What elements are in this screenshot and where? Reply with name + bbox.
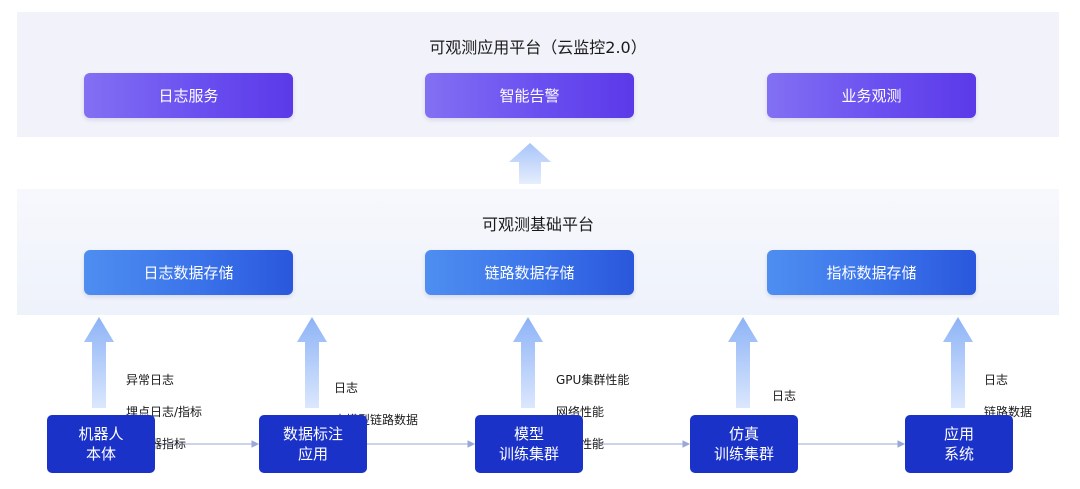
base-platform-title: 可观测基础平台 xyxy=(481,215,594,234)
robot-body-node[interactable]: 机器人 本体 xyxy=(47,415,155,473)
observability-base-platform: 可观测基础平台 日志数据存储 链路数据存储 指标数据存储 xyxy=(17,189,1059,315)
platform-up-arrow xyxy=(509,143,551,184)
source-arrow-1 xyxy=(84,317,114,408)
data-annotation-app-node[interactable]: 数据标注 应用 xyxy=(259,415,367,473)
log-storage-button[interactable]: 日志数据存储 xyxy=(84,250,293,295)
business-observe-button[interactable]: 业务观测 xyxy=(767,73,976,118)
source-arrow-5 xyxy=(943,317,973,408)
source-arrow-3 xyxy=(513,317,543,408)
source-arrow-4 xyxy=(728,317,758,408)
app-platform-title: 可观测应用平台（云监控2.0） xyxy=(429,38,647,57)
metric-storage-button[interactable]: 指标数据存储 xyxy=(767,250,976,295)
model-training-cluster-node[interactable]: 模型 训练集群 xyxy=(475,415,583,473)
application-system-node[interactable]: 应用 系统 xyxy=(905,415,1013,473)
log-service-button[interactable]: 日志服务 xyxy=(84,73,293,118)
source-arrow-2 xyxy=(297,317,327,408)
smart-alert-button[interactable]: 智能告警 xyxy=(425,73,634,118)
observability-app-platform: 可观测应用平台（云监控2.0） 日志服务 智能告警 业务观测 xyxy=(17,12,1059,137)
simulation-training-cluster-node[interactable]: 仿真 训练集群 xyxy=(690,415,798,473)
trace-storage-button[interactable]: 链路数据存储 xyxy=(425,250,634,295)
source-labels-simulation: 日志 xyxy=(772,389,797,403)
